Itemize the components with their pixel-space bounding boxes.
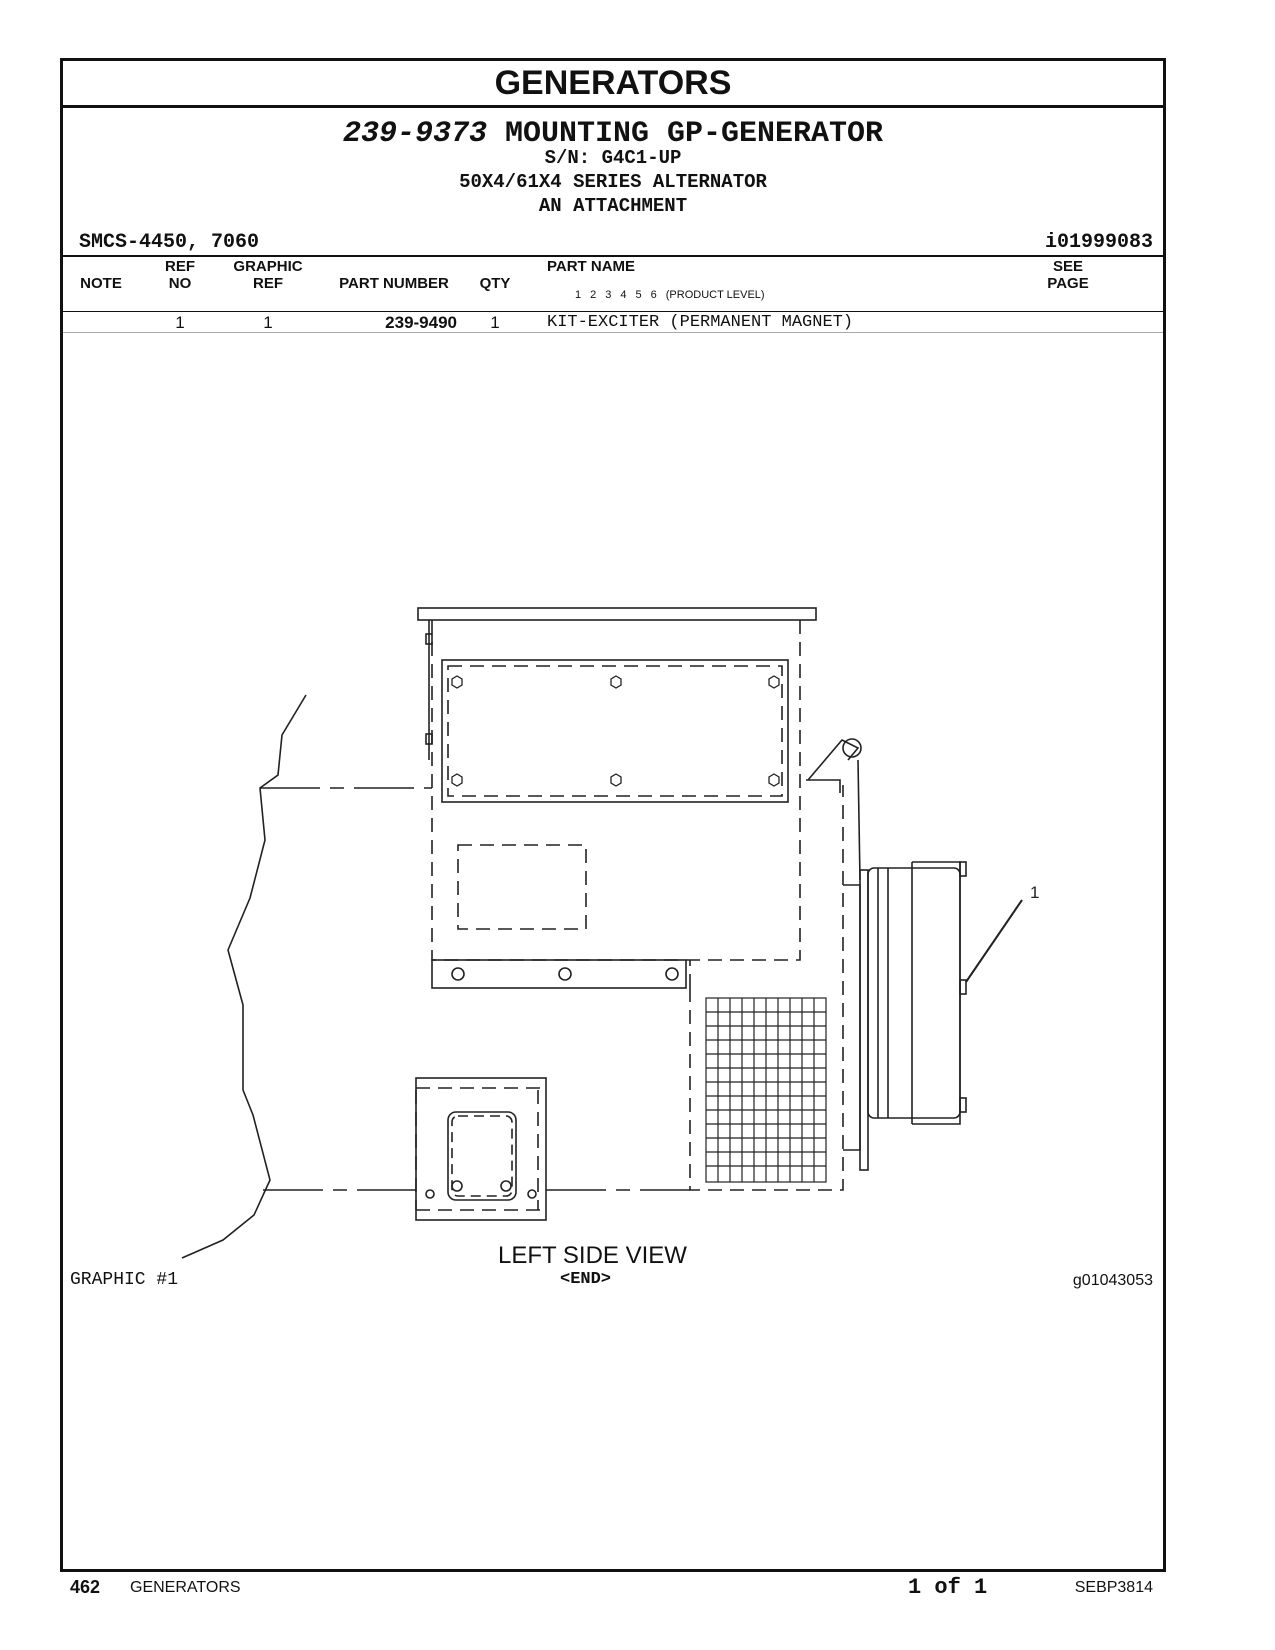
header-divider	[63, 255, 1163, 257]
page-of: 1 of 1	[908, 1575, 988, 1600]
row-graphic-ref: 1	[263, 313, 273, 332]
group-part-number: 239-9373	[342, 117, 487, 151]
col-see-top: SEE	[1052, 258, 1083, 275]
level-1: 1	[575, 289, 582, 301]
col-note: NOTE	[80, 275, 122, 292]
col-graphic-top: GRAPHIC	[233, 258, 303, 275]
col-part-name: PART NAME	[547, 258, 636, 275]
row-qty: 1	[490, 313, 500, 332]
col-part-number: PART NUMBER	[339, 275, 449, 292]
info-id: i01999083	[1044, 231, 1153, 254]
graphic-label: GRAPHIC #1	[70, 1270, 179, 1290]
group-part-name: MOUNTING GP-GENERATOR	[504, 117, 884, 151]
end-marker: <END>	[560, 1270, 612, 1289]
col-graphic-bottom: REF	[253, 275, 283, 292]
view-label: LEFT SIDE VIEW	[498, 1242, 687, 1269]
level-5: 5	[635, 289, 642, 301]
graphic-id: g01043053	[1072, 1272, 1153, 1289]
level-6: 6	[650, 289, 657, 301]
col-qty: QTY	[479, 275, 511, 292]
smcs-code: SMCS-4450, 7060	[79, 231, 260, 254]
table-header-divider	[63, 311, 1163, 312]
series-line: 50X4/61X4 SERIES ALTERNATOR	[459, 171, 767, 193]
footer-section: GENERATORS	[130, 1579, 241, 1596]
row-part-number: 239-9490	[385, 313, 457, 332]
level-2: 2	[590, 289, 597, 301]
page-number: 462	[70, 1577, 101, 1597]
level-note: (PRODUCT LEVEL)	[665, 289, 765, 301]
row-part-name: KIT-EXCITER (PERMANENT MAGNET)	[547, 313, 854, 332]
page-frame: GENERATORS 239-9373 MOUNTING GP-GENERATO…	[60, 58, 1166, 1572]
doc-id: SEBP3814	[1074, 1579, 1153, 1596]
col-see-bottom: PAGE	[1047, 275, 1089, 292]
level-4: 4	[620, 289, 627, 301]
section-title: GENERATORS	[63, 61, 1163, 108]
callout-1: 1	[1030, 883, 1039, 902]
level-3: 3	[605, 289, 612, 301]
col-ref-bottom: NO	[168, 275, 192, 292]
row-ref-no: 1	[175, 313, 185, 332]
col-ref-top: REF	[165, 258, 195, 275]
part-title: 239-9373 MOUNTING GP-GENERATOR	[63, 117, 1163, 151]
serial-line: S/N: G4C1-UP	[544, 147, 682, 169]
table-row-divider	[63, 332, 1163, 333]
attachment-line: AN ATTACHMENT	[538, 195, 688, 217]
